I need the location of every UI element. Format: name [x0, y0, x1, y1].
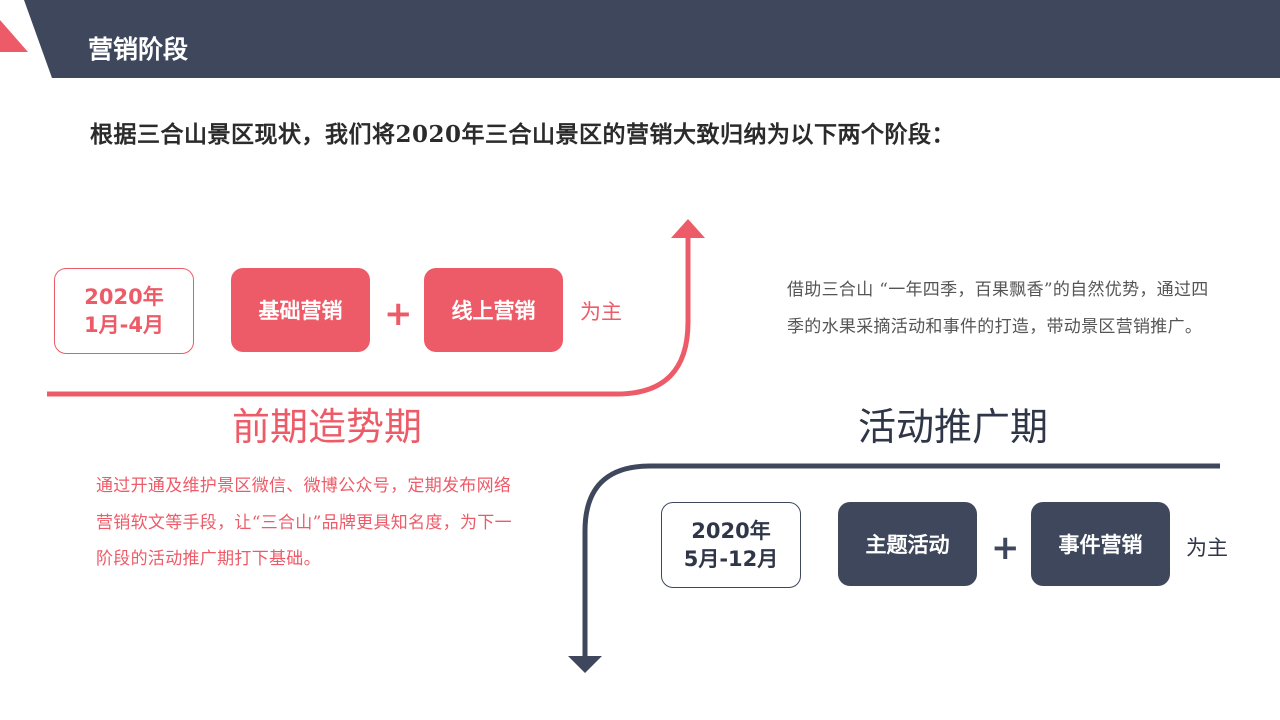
intro-text: 根据三合山景区现状，我们将2020年三合山景区的营销大致归纳为以下两个阶段：: [90, 121, 956, 148]
phase1-title: 前期造势期: [232, 405, 423, 449]
phase2-date-box: 2020年 5月-12月: [661, 502, 801, 588]
phase1-suffix: 为主: [580, 300, 622, 324]
phase2-arrow-line: [582, 463, 1220, 658]
phase1-arrow-line: [47, 236, 691, 397]
phase1-date-months: 1月-4月: [84, 313, 164, 337]
header-bar: [0, 0, 1280, 78]
phase2-suffix: 为主: [1186, 536, 1228, 560]
phase1-description: 通过开通及维护景区微信、微博公众号，定期发布网络营销软文等手段，让“三合山”品牌…: [96, 476, 512, 569]
phase2-item1-box: 主题活动: [838, 502, 977, 586]
phase1-item1-box: 基础营销: [231, 268, 370, 352]
header-accent-shape: [0, 0, 52, 78]
phase1-date-box: 2020年 1月-4月: [54, 268, 194, 354]
phase1-date-year: 2020年: [84, 285, 164, 309]
phase2-date-year: 2020年: [691, 519, 771, 543]
down-arrow-head-icon: [568, 656, 602, 673]
phase2-item2-box: 事件营销: [1031, 502, 1170, 586]
phase2-date-months: 5月-12月: [683, 547, 779, 571]
page-title: 营销阶段: [88, 35, 189, 64]
phase2-plus-icon: +: [991, 528, 1020, 568]
phase2-description: 借助三合山 “一年四季，百果飘香”的自然优势，通过四季的水果采摘活动和事件的打造…: [787, 280, 1209, 337]
phase2-title: 活动推广期: [858, 405, 1049, 449]
up-arrow-head-icon: [671, 219, 705, 238]
phase1-plus-icon: +: [384, 294, 413, 334]
phase1-item2-box: 线上营销: [424, 268, 563, 352]
